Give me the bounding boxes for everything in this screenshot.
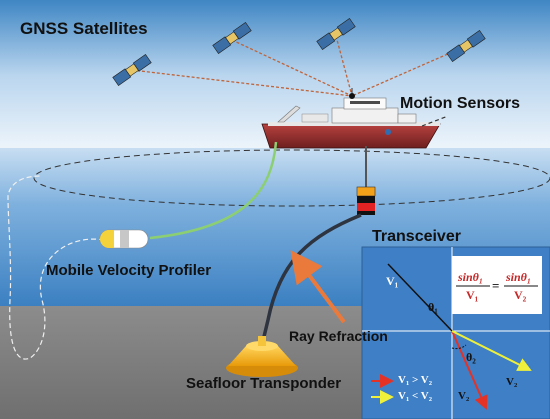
satellite-icon [316, 18, 356, 50]
snell-num-right: sinθ₁ [506, 270, 532, 284]
satellite-icon [446, 30, 486, 62]
motion-sensor-icon [349, 93, 355, 99]
satellite-icon [112, 54, 152, 86]
label-ray-refraction: Ray Refraction [289, 328, 388, 344]
label-transceiver: Transceiver [372, 228, 461, 245]
inset-label-v2-lower: V₂ [458, 390, 470, 402]
snell-num-left: sinθ₁ [458, 270, 484, 284]
label-gnss-satellites: GNSS Satellites [20, 19, 148, 38]
ray-refraction-arrow [290, 250, 346, 324]
snell-equals: = [492, 278, 500, 293]
transponder-icon [226, 336, 298, 377]
ship-icon [261, 88, 441, 149]
refracted-ray-yellow [451, 330, 532, 371]
profiler-path [7, 175, 105, 360]
incident-ray [387, 263, 453, 332]
refracted-ray-red [451, 330, 488, 410]
inset-label-v1: V₁ [386, 274, 399, 288]
satellite-icon [212, 22, 252, 54]
transceiver-icon [356, 186, 376, 215]
motion-sensor-leader [421, 115, 449, 127]
snell-den-right: V₂ [514, 288, 527, 302]
profiler-cable [149, 141, 278, 240]
label-motion-sensors: Motion Sensors [400, 95, 521, 112]
inset-label-theta2: θ₂ [466, 350, 476, 364]
surface-circle [33, 149, 550, 207]
legend-yellow-label: V₁ < V₂ [398, 390, 433, 402]
label-seafloor-transponder: Seafloor Transponder [186, 375, 342, 392]
label-velocity-profiler: Mobile Velocity Profiler [46, 262, 212, 279]
velocity-profiler-icon [99, 229, 149, 249]
inset-label-v2-right: V₂ [506, 376, 518, 388]
refraction-inset [361, 246, 550, 419]
inset-label-theta1: θ₁ [428, 300, 438, 314]
satellite-links [131, 35, 467, 97]
angle-arc-2 [451, 344, 467, 350]
snell-den-left: V₁ [466, 288, 479, 302]
legend-red-label: V₁ > V₂ [398, 374, 433, 386]
